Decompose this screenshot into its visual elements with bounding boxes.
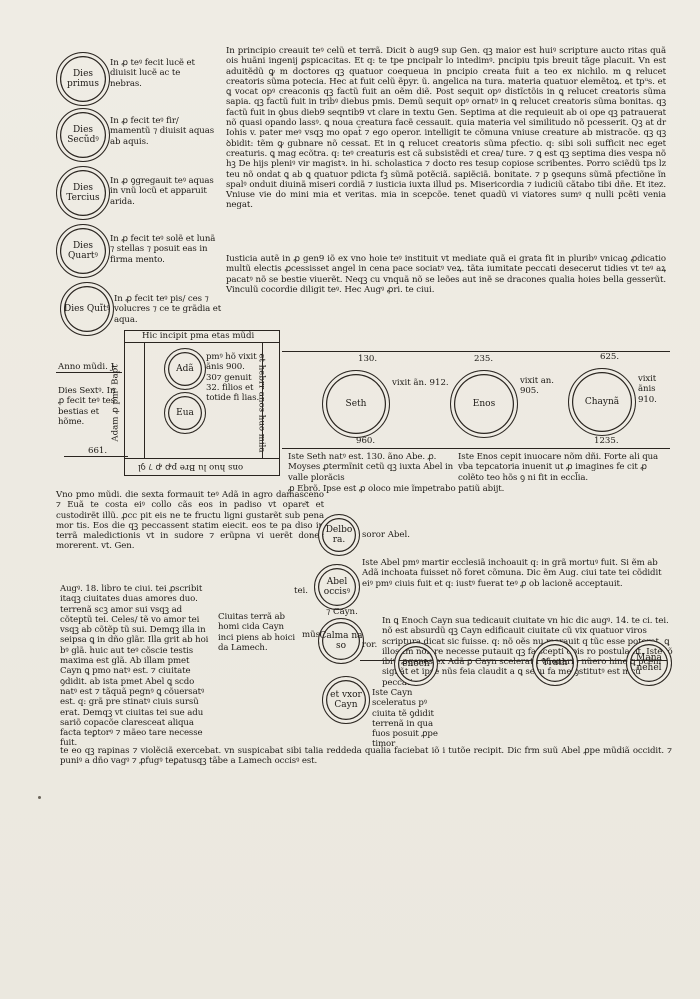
day-label-2: Dies Secũdꝰ [67, 125, 99, 145]
augustine-paragraph: Augꝰ. 18. libro te ciui. tei ꝓscribit it… [60, 584, 209, 749]
delbora-circle: Delbo ra. [318, 514, 360, 556]
lineage-top-rule [282, 351, 670, 353]
lineage-num-625: 625. [600, 352, 620, 362]
manahel-label: Mana nehel [636, 653, 662, 673]
main-paragraph-1: In principio creauit teꝰ celũ et terrã. … [226, 46, 666, 211]
abel-label: Abel occisꝰ [323, 577, 351, 597]
adam-circle: Adã [164, 348, 206, 390]
chayna-lived: vixit ãnis 910. [638, 374, 657, 405]
delbora-label: Delbo ra. [325, 525, 353, 545]
enos-description: Iste Enos cepit inuocare nõm dñi. Forte … [458, 452, 659, 483]
seth-label: Seth [345, 399, 367, 409]
lineage-num-235: 235. [474, 354, 494, 364]
calmana-circle: Calma na so [318, 618, 364, 664]
eua-circle: Eua [164, 392, 206, 434]
lineage-bottom-rule [282, 448, 670, 450]
cayn-label: ⁊ Cayn. [326, 607, 358, 617]
enoch-line [360, 660, 670, 662]
day-label-1: Dies primus [67, 69, 99, 89]
yrath-label: Yrath [542, 658, 568, 668]
day-text-2: In ꝓ fecit teꝰ fir/ mamentũ ⁊ diuisit aq… [110, 116, 215, 147]
lineage-num-1235: 1235. [594, 436, 619, 446]
lineage-num-130: 130. [358, 354, 378, 364]
adam-paragraph: Vno pmo mũdi. die sexta formauit teꝰ Adã… [56, 490, 324, 552]
day-label-3: Dies Tercius [66, 183, 100, 203]
day-text-5: In ꝓ fecit teꝰ pis/ ces ⁊ volucres ⁊ ce … [114, 294, 222, 325]
chayna-circle: Chaynã [568, 368, 636, 436]
first-age-bottom: ons huo lu Bre pꝓ ꝓ ⁊ ꝯl [138, 462, 244, 472]
ror-label: ror. [362, 640, 378, 650]
enoch-label: enoch [402, 659, 430, 669]
first-age-heading-rule [124, 342, 280, 344]
abel-description: Iste Abel pmꝰ martir ecclesiã inchoauit … [362, 558, 662, 589]
main-paragraph-2: Iusticia autẽ in ꝓ gen9 iõ ex vno hoie t… [226, 254, 666, 295]
seth-circle: Seth [322, 370, 390, 438]
num-661: 661. [88, 446, 108, 456]
day-label-4: Dies Quartꝰ [68, 241, 98, 261]
day-circle-5: Dies Quĩtꝰ [60, 282, 114, 336]
first-age-heading: Hic incipit pma etas mũdi [142, 331, 255, 341]
et-vxor-label: et vxor Cayn [330, 690, 362, 710]
ebron-text: ꝓ Ebrõ. Ipse est ꝓ oloco mie ĩmpetrabo p… [288, 484, 505, 494]
day-label-5: Dies Quĩtꝰ [63, 304, 110, 314]
seth-description: Iste Seth natꝰ est. 130. ãno Abe. ꝓ. Moy… [288, 452, 454, 483]
enos-label: Enos [472, 399, 496, 409]
abel-circle: Abel occisꝰ [314, 564, 360, 610]
day-circle-3: Dies Tercius [56, 166, 110, 220]
manahel-circle: Mana nehel [626, 640, 672, 686]
chayna-label: Chaynã [584, 397, 620, 407]
ciuitas-text: Ciuitas terrã ab homi cida Cayn inci pie… [218, 612, 296, 653]
day-circle-2: Dies Secũdꝰ [56, 108, 110, 162]
enos-lived: vixit an. 905. [520, 376, 554, 397]
musi-label: mũsi [302, 630, 323, 640]
anno-mundi-label: Anno mũdi. J. [58, 362, 117, 372]
first-age-inner-right [262, 342, 264, 458]
enoch-description: In ꝗ Enoch Cayn sua tedicauit ciuitate v… [382, 616, 673, 688]
day-text-1: In ꝓ teꝰ fecit lucẽ et diuisit lucẽ ac t… [110, 58, 195, 89]
tei-label: tei. [294, 586, 309, 596]
dies-sextus-text: Dies Sextꝰ. In ꝓ fecit teꝰ tes bestias e… [58, 386, 116, 427]
soror-abel-label: soror Abel. [362, 530, 410, 540]
bottom-paragraph: te eo qꝫ rapinas ⁊ violẽciã exercebat. v… [60, 746, 672, 767]
cayn-description: Iste Cayn sceleratus pꝰ ciuita tẽ ꝯdidit… [372, 688, 438, 750]
adam-label: Adã [176, 364, 194, 374]
margin-mark [38, 796, 41, 799]
day-text-4: In ꝓ fecit teꝰ solẽ et lunã ⁊ stellas ⁊ … [110, 234, 216, 265]
seth-lived: vixit ãn. 912. [392, 378, 449, 388]
day-text-3: In ꝓ ꝯgregauit teꝰ aquas in vnũ locũ et … [110, 176, 214, 207]
enos-circle: Enos [450, 370, 518, 438]
day-circle-4: Dies Quartꝰ [56, 224, 110, 278]
anno-rule [56, 372, 122, 374]
first-age-inner-left [144, 342, 146, 458]
calmana-label: Calma na so [319, 631, 363, 651]
yrath-circle: Yrath [532, 640, 578, 686]
first-age-vertical-left: Adam ꝓ pmꝰ Bapt [110, 364, 121, 442]
day-circle-1: Dies primus [56, 52, 110, 106]
line-661 [64, 456, 128, 458]
lineage-num-960: 960. [356, 436, 376, 446]
first-age-bottom-rule [124, 458, 280, 460]
enoch-circle: enoch [394, 642, 438, 686]
adam-lifespan-text: pmꝰ hõ vixit ãnis 900. 30⁊ genuit 32. fi… [206, 352, 260, 404]
et-vxor-circle: et vxor Cayn [322, 676, 370, 724]
first-age-box [124, 330, 280, 476]
eua-label: Eua [176, 408, 194, 418]
